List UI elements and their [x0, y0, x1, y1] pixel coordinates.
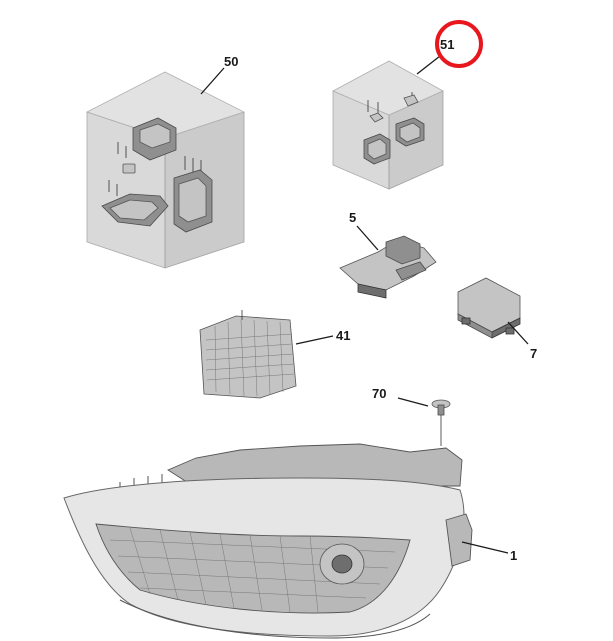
part-7-control-module[interactable] — [457, 277, 521, 339]
part-50-bracket-side — [173, 169, 213, 233]
svg-text:70: 70 — [372, 386, 386, 401]
part-41-grid — [205, 319, 295, 397]
part-51-kit-box[interactable] — [332, 60, 444, 190]
callout-7: 7 — [507, 321, 537, 361]
part-50-bracket-bottom — [101, 193, 169, 227]
svg-text:41: 41 — [336, 328, 350, 343]
highlight-ring-51 — [435, 20, 483, 68]
part-5-bracket[interactable] — [339, 235, 437, 299]
callout-1: 1 — [461, 541, 517, 563]
part-70-screw[interactable] — [431, 399, 451, 446]
callout-41: 41 — [295, 328, 350, 345]
callout-51: 51 — [416, 37, 454, 75]
part-50-clip — [122, 163, 136, 174]
callout-5: 5 — [349, 210, 379, 251]
part-41-led-module[interactable] — [199, 310, 297, 399]
part-50-screws-left — [108, 142, 127, 196]
part-51-clips — [369, 94, 419, 123]
svg-text:1: 1 — [510, 548, 517, 563]
part-51-bracket-right — [395, 117, 425, 147]
callout-70: 70 — [372, 386, 429, 407]
part-1-headlamp[interactable] — [63, 443, 473, 639]
part-50-bracket-top — [132, 117, 177, 161]
part-51-bracket-left — [363, 133, 391, 165]
svg-text:5: 5 — [349, 210, 356, 225]
svg-text:51: 51 — [440, 37, 454, 52]
svg-text:7: 7 — [530, 346, 537, 361]
svg-text:50: 50 — [224, 54, 238, 69]
callout-50: 50 — [200, 54, 238, 95]
part-50-kit-box[interactable] — [85, 71, 246, 269]
